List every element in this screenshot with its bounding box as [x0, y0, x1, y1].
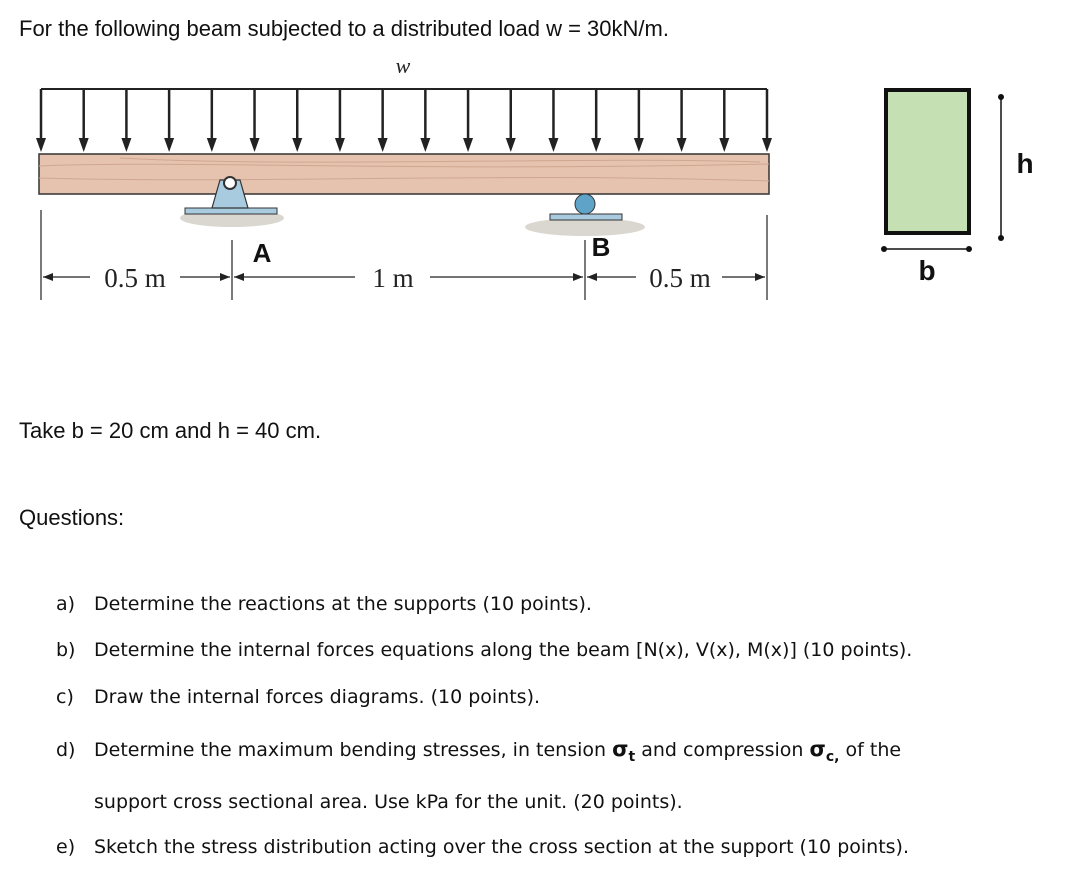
span-right-label: 0.5 m	[649, 263, 711, 293]
section-height-label: h	[1016, 148, 1033, 179]
sigma-c-symbol: σ	[809, 737, 826, 761]
load-arrow-head	[164, 138, 175, 152]
support-a-pin-hole	[223, 176, 237, 190]
load-arrow-head	[334, 138, 345, 152]
question-text: Draw the internal forces diagrams. (10 p…	[94, 686, 541, 708]
question-letter: d)	[56, 739, 76, 761]
sigma-compression: σc,	[809, 737, 840, 765]
load-arrow-head	[420, 138, 431, 152]
sigma-tension: σt	[612, 737, 635, 765]
question-b: b) Determine the internal forces equation…	[56, 639, 912, 661]
question-d-continuation: support cross sectional area. Use kPa fo…	[94, 791, 683, 813]
load-arrow-head	[249, 138, 260, 152]
distributed-load-arrows	[36, 89, 772, 152]
support-a-label: A	[253, 238, 272, 268]
question-d: d) Determine the maximum bending stresses…	[56, 737, 901, 765]
question-letter: a)	[56, 593, 76, 615]
cross-section	[884, 88, 971, 235]
load-arrow-head	[121, 138, 132, 152]
support-b-label: B	[592, 232, 611, 262]
problem-intro: For the following beam subjected to a di…	[19, 16, 669, 41]
section-width-label: b	[918, 255, 935, 286]
load-arrow-head	[78, 138, 89, 152]
question-c: c) Draw the internal forces diagrams. (10…	[56, 686, 540, 708]
question-e: e) Sketch the stress distribution acting …	[56, 836, 909, 858]
support-b-plate	[549, 213, 623, 221]
load-arrow-head	[505, 138, 516, 152]
load-arrow-head	[463, 138, 474, 152]
load-arrow-head	[36, 138, 46, 152]
load-arrow-head	[591, 138, 602, 152]
sigma-t-sub: t	[628, 749, 636, 766]
load-arrow-head	[762, 138, 772, 152]
question-letter: c)	[56, 686, 74, 708]
sigma-c-sub: c,	[825, 749, 840, 766]
dimensions-note: Take b = 20 cm and h = 40 cm.	[19, 418, 322, 443]
load-arrow-head	[377, 138, 388, 152]
sigma-t-symbol: σ	[612, 737, 629, 761]
support-a-base	[184, 207, 278, 215]
load-label: w	[396, 53, 411, 78]
question-text: Determine the reactions at the supports …	[94, 593, 592, 615]
questions-heading: Questions:	[19, 505, 125, 530]
question-text: Sketch the stress distribution acting ov…	[94, 836, 909, 858]
question-a: a) Determine the reactions at the support…	[56, 593, 592, 615]
support-b-roller	[574, 193, 596, 215]
question-letter: e)	[56, 836, 76, 858]
span-left-label: 0.5 m	[104, 263, 166, 293]
load-arrow-head	[676, 138, 687, 152]
load-arrow-head	[548, 138, 559, 152]
question-text: Determine the internal forces equations …	[94, 639, 913, 661]
support-a-pin	[211, 179, 249, 209]
load-arrow-head	[719, 138, 730, 152]
wood-grain	[38, 157, 770, 182]
load-arrow-head	[206, 138, 217, 152]
question-text-mid: and compression	[635, 739, 810, 761]
question-text-after: of the	[839, 739, 902, 761]
question-text: Determine the maximum bending stresses, …	[94, 739, 613, 761]
load-arrow-head	[292, 138, 303, 152]
load-arrow-head	[633, 138, 644, 152]
question-letter: b)	[56, 639, 76, 661]
span-middle-label: 1 m	[372, 263, 413, 293]
ground-b	[525, 218, 645, 236]
